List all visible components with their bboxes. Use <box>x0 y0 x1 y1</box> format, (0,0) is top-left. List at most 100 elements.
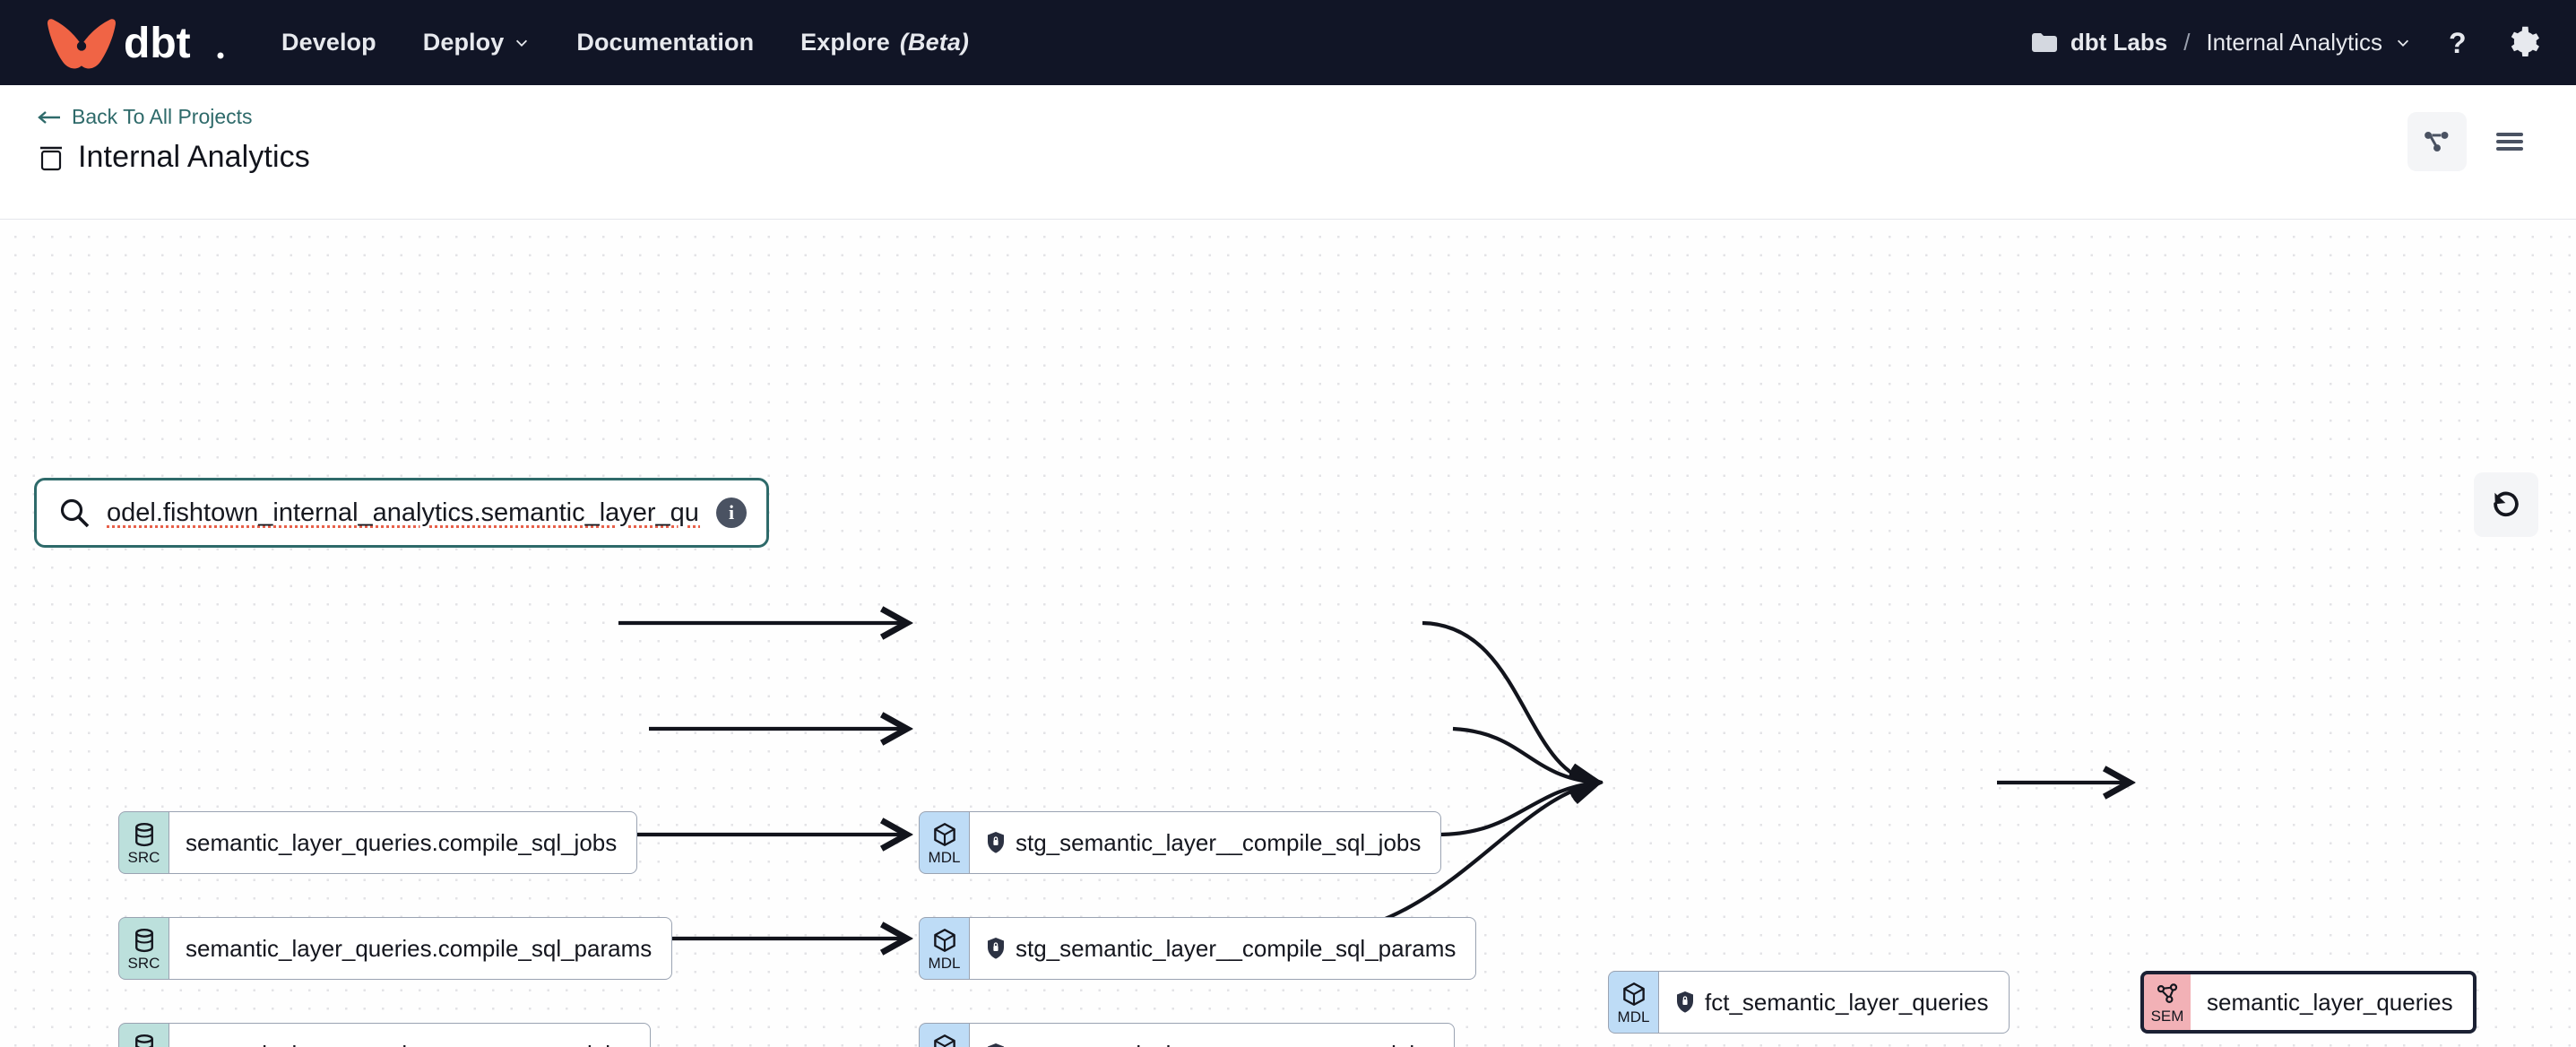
node-label: stg_semantic_layer__compile_sql_params <box>1016 934 1457 962</box>
database-icon <box>134 928 153 952</box>
nav-link-deploy[interactable]: Deploy <box>423 29 531 56</box>
primary-nav-links: Develop Deploy Documentation Explore (Be… <box>281 29 969 56</box>
node-type-label: SEM <box>2150 1007 2184 1025</box>
database-icon <box>134 822 153 846</box>
node-body[interactable]: semantic_layer_queries.compile_sql_param… <box>169 917 673 980</box>
node-body[interactable]: stg_semantic_layer__compile_sql_jobs <box>969 811 1442 874</box>
lineage-node-mdl[interactable]: MDL stg_semantic_layer__create_query_job… <box>919 1023 1455 1047</box>
page-title: Internal Analytics <box>78 140 310 174</box>
nav-link-documentation[interactable]: Documentation <box>576 29 754 56</box>
node-type-label: MDL <box>928 848 961 866</box>
project-box-icon <box>40 146 62 170</box>
node-type-badge-src: SRC <box>118 811 169 874</box>
semantic-graph-icon <box>2157 982 2178 1003</box>
dbt-logo[interactable]: dbt <box>43 15 229 71</box>
search-input[interactable]: odel.fishtown_internal_analytics.semanti… <box>107 498 700 527</box>
database-icon <box>134 1034 153 1047</box>
node-label: semantic_layer_queries.compile_sql_param… <box>186 934 653 962</box>
node-label: semantic_layer_queries <box>2207 988 2453 1016</box>
arrow-left-icon <box>38 110 60 124</box>
svg-text:?: ? <box>2449 27 2467 59</box>
node-type-label: SRC <box>127 848 160 866</box>
project-subheader: Back To All Projects Internal Analytics <box>0 85 2576 220</box>
back-link-label: Back To All Projects <box>72 105 253 128</box>
node-body[interactable]: semantic_layer_queries.create_query_jobs <box>169 1023 651 1047</box>
settings-button[interactable] <box>2506 26 2540 60</box>
lineage-node-mdl[interactable]: MDL stg_semantic_layer__compile_sql_para… <box>919 917 1477 980</box>
dbt-wordmark-icon: dbt <box>124 20 224 67</box>
lineage-node-src[interactable]: SRC semantic_layer_queries.compile_sql_j… <box>118 811 638 874</box>
breadcrumb: dbt Labs / Internal Analytics <box>2031 29 2411 56</box>
node-label: fct_semantic_layer_queries <box>1705 988 1989 1016</box>
folder-icon <box>2031 32 2057 52</box>
nav-link-deploy-label: Deploy <box>422 29 505 56</box>
node-type-label: SRC <box>127 954 160 972</box>
nav-link-explore[interactable]: Explore (Beta) <box>800 29 969 56</box>
subheader-actions <box>2407 105 2533 171</box>
nav-link-develop[interactable]: Develop <box>281 29 376 56</box>
nav-link-develop-label: Develop <box>281 29 376 56</box>
dbt-mark-icon <box>48 18 116 69</box>
node-label: stg_semantic_layer__compile_sql_jobs <box>1016 828 1422 856</box>
breadcrumb-separator: / <box>2183 29 2191 56</box>
node-type-badge-mdl: MDL <box>919 1023 969 1047</box>
svg-text:dbt: dbt <box>124 20 191 67</box>
chevron-down-icon[interactable] <box>2395 35 2411 51</box>
breadcrumb-project[interactable]: Internal Analytics <box>2206 29 2382 56</box>
search-icon <box>60 498 90 528</box>
lineage-node-fct[interactable]: MDL fct_semantic_layer_queries <box>1608 971 2010 1034</box>
node-label: stg_semantic_layer__create_query_jobs <box>1016 1041 1434 1047</box>
search-box[interactable]: odel.fishtown_internal_analytics.semanti… <box>34 478 769 548</box>
node-type-badge-sem: SEM <box>2140 971 2191 1034</box>
top-navigation-bar: dbt Develop Deploy Documentation Explore… <box>0 0 2576 85</box>
gear-icon <box>2511 26 2539 56</box>
nav-link-explore-label: Explore <box>800 29 890 56</box>
node-label: semantic_layer_queries.create_query_jobs <box>186 1041 630 1047</box>
node-type-badge-mdl: MDL <box>1608 971 1658 1034</box>
shield-lock-icon <box>1677 991 1693 1013</box>
chevron-down-icon <box>516 39 528 47</box>
node-body[interactable]: fct_semantic_layer_queries <box>1658 971 2010 1034</box>
cube-icon <box>933 928 955 952</box>
shield-lock-icon <box>988 832 1004 853</box>
breadcrumb-org[interactable]: dbt Labs <box>2070 29 2168 56</box>
shield-lock-icon <box>988 938 1004 959</box>
info-icon-glyph: i <box>728 501 735 524</box>
node-body[interactable]: stg_semantic_layer__compile_sql_params <box>969 917 1477 980</box>
node-type-label: MDL <box>928 954 961 972</box>
top-nav-right-cluster: dbt Labs / Internal Analytics ? <box>2031 26 2540 60</box>
cube-icon <box>933 822 955 846</box>
menu-button[interactable] <box>2486 117 2533 167</box>
page-title-row: Internal Analytics <box>38 140 310 175</box>
node-type-badge-mdl: MDL <box>919 917 969 980</box>
lineage-graph-icon <box>2425 131 2449 152</box>
question-mark-icon: ? <box>2449 27 2467 59</box>
nav-link-documentation-label: Documentation <box>576 29 755 56</box>
cube-icon <box>1622 982 1645 1006</box>
lineage-node-mdl[interactable]: MDL stg_semantic_layer__compile_sql_jobs <box>919 811 1442 874</box>
node-type-badge-src: SRC <box>118 1023 169 1047</box>
node-type-badge-src: SRC <box>118 917 169 980</box>
shield-lock-icon <box>988 1043 1004 1047</box>
edge-mdl1-fct <box>1422 620 1597 783</box>
hamburger-menu-icon <box>2496 133 2523 151</box>
lineage-canvas[interactable]: odel.fishtown_internal_analytics.semanti… <box>0 220 2576 1047</box>
lineage-view-button[interactable] <box>2407 112 2467 171</box>
node-type-badge-mdl: MDL <box>919 811 969 874</box>
node-body[interactable]: stg_semantic_layer__create_query_jobs <box>969 1023 1455 1047</box>
info-icon[interactable]: i <box>716 498 747 528</box>
node-body[interactable]: semantic_layer_queries.compile_sql_jobs <box>169 811 638 874</box>
node-body[interactable]: semantic_layer_queries <box>2191 971 2477 1034</box>
help-button[interactable]: ? <box>2443 26 2474 60</box>
lineage-node-sem-selected[interactable]: SEM semantic_layer_queries <box>2140 971 2477 1034</box>
lineage-node-src[interactable]: SRC semantic_layer_queries.compile_sql_p… <box>118 917 673 980</box>
node-type-label: MDL <box>1617 1008 1650 1025</box>
reset-view-button[interactable] <box>2474 472 2538 537</box>
subheader-left: Back To All Projects Internal Analytics <box>38 105 310 175</box>
lineage-node-src[interactable]: SRC semantic_layer_queries.create_query_… <box>118 1023 651 1047</box>
nav-link-explore-beta-tag: (Beta) <box>899 29 970 56</box>
back-to-all-projects-link[interactable]: Back To All Projects <box>38 105 310 129</box>
node-label: semantic_layer_queries.compile_sql_jobs <box>186 828 618 856</box>
cube-icon <box>933 1034 955 1047</box>
reset-rotate-left-icon <box>2494 491 2519 517</box>
